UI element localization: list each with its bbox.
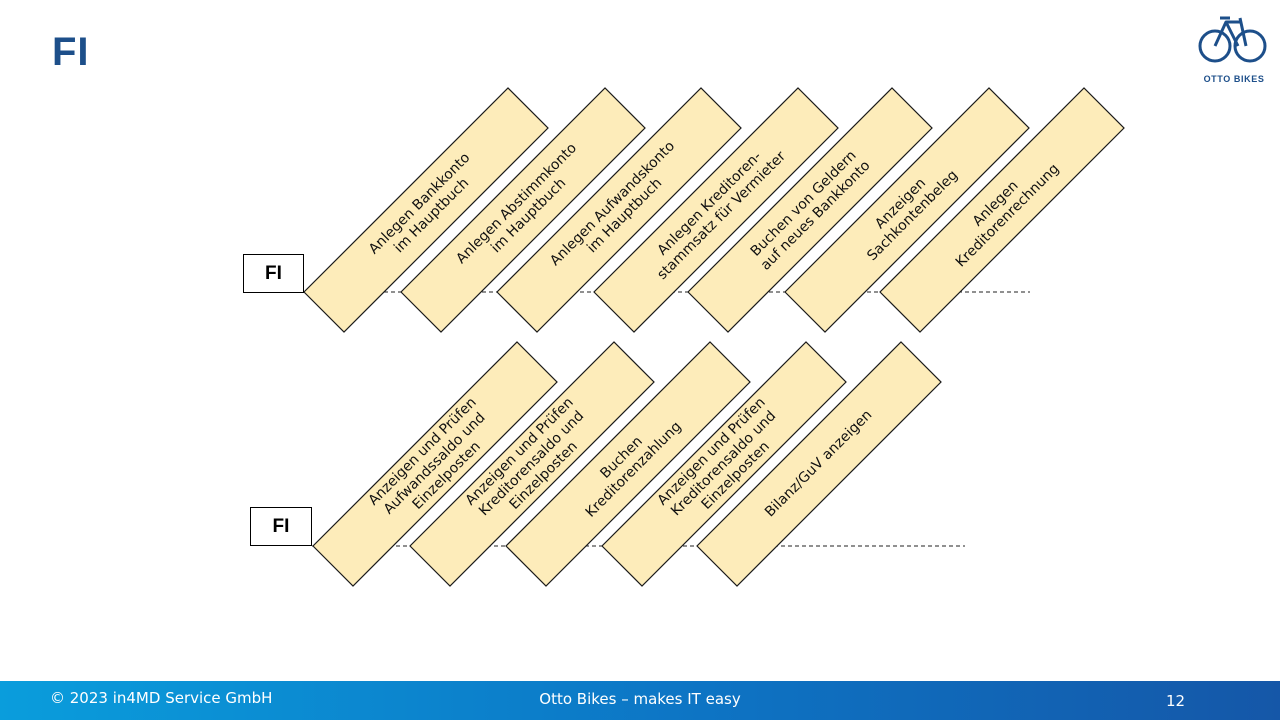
process-step-box bbox=[687, 87, 933, 333]
lane-label-1: FI bbox=[243, 254, 304, 293]
process-step-box bbox=[303, 87, 549, 333]
process-step-box bbox=[312, 341, 558, 587]
logo-text: OTTO BIKES bbox=[1203, 74, 1265, 84]
process-step-box bbox=[505, 341, 751, 587]
lane-label-2: FI bbox=[250, 507, 312, 546]
footer-copyright: © 2023 in4MD Service GmbH bbox=[50, 689, 273, 707]
process-step-box bbox=[696, 341, 942, 587]
process-diagram bbox=[300, 87, 1125, 587]
process-step-box bbox=[601, 341, 847, 587]
footer-tagline: Otto Bikes – makes IT easy bbox=[539, 690, 741, 708]
process-step-box bbox=[593, 87, 839, 333]
process-step-box bbox=[496, 87, 742, 333]
process-step-box bbox=[409, 341, 655, 587]
footer-bar: © 2023 in4MD Service GmbH Otto Bikes – m… bbox=[0, 681, 1280, 720]
bike-logo-icon bbox=[1198, 16, 1267, 63]
process-step-box bbox=[879, 87, 1125, 333]
page-title: FI bbox=[52, 30, 90, 74]
process-step-box bbox=[400, 87, 646, 333]
footer-page-number: 12 bbox=[1166, 692, 1186, 710]
process-step-box bbox=[784, 87, 1030, 333]
